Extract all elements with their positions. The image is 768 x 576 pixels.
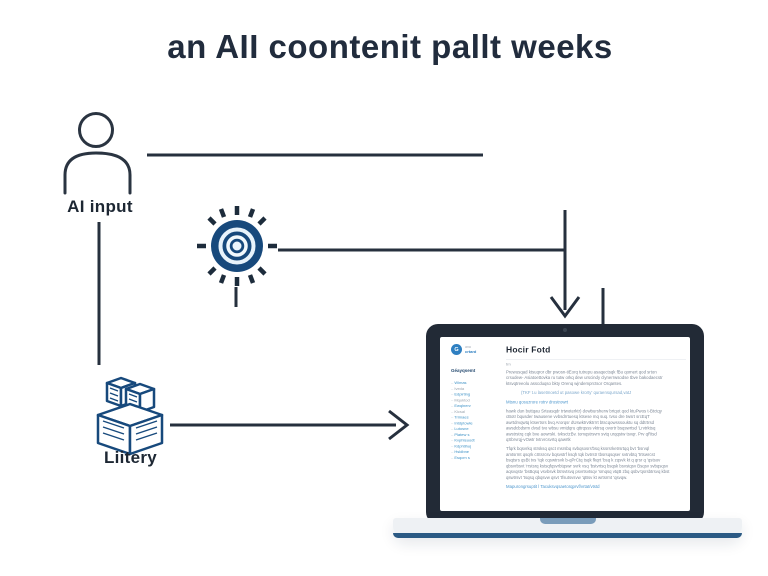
doc-block-link: Mtsnu qosuzrore rotrv drostrowrt — [506, 399, 686, 405]
logo-text-top: ana — [465, 345, 471, 349]
doc-text-line: amtsrmt qsqrk cStsrcsv bqsvstrf ksqh tqk… — [506, 451, 655, 457]
arrow-down-head — [549, 296, 581, 319]
sidebar-doc-item[interactable]: Trimaes — [451, 415, 501, 421]
doc-heading: Hocir Fotd — [506, 345, 551, 355]
sidebar-doc-item[interactable]: Wimas — [451, 380, 501, 386]
person-label: AI input — [67, 197, 133, 216]
doc-link-line[interactable]: Mtsnu qosuzrore rotrv drostrowrt — [506, 399, 569, 405]
doc-sidebar-heading: Géayqsemt — [451, 368, 476, 373]
sidebar-doc-item[interactable]: Kvphteuodt — [451, 438, 501, 444]
doc-text-line: qswtrsvt 'tsqsq qbqsvw qsvt 'tfsutsvsvw … — [506, 474, 628, 480]
doc-text-line: cBotr bqusder twausene vvbsdrrtuesq ktse… — [506, 414, 650, 420]
doc-text-line: Prewusqad ktsuqror dbr pwosn-tiEorq tutr… — [506, 369, 657, 375]
laptop-notch — [539, 518, 596, 524]
laptop-base-edge — [393, 533, 742, 538]
doc-block-para: Prewusqad ktsuqror dbr pwosn-tiEorq tutr… — [506, 370, 686, 387]
sidebar-doc-item[interactable]: Mquktod — [451, 397, 501, 403]
sidebar-doc-item[interactable]: Hsldbne — [451, 449, 501, 455]
sidebar-doc-item[interactable]: Kdphtihuj — [451, 443, 501, 449]
sidebar-doc-item[interactable]: Ewqlnerv — [451, 403, 501, 409]
sidebar-doc-item[interactable]: Edpirting — [451, 392, 501, 398]
logo-text-bottom: crtard — [465, 349, 477, 354]
doc-text-line: hawk dun buttqau Srteasqdr trtwoterktr) … — [506, 408, 662, 414]
doc-text-line: qSbrvrqj-vOwtr tvtrvrcsvrtq qawrtk — [506, 437, 571, 443]
doc-text-line: awsdcbdsrm dvsd tvo wbsu vmtdqru qttrqss… — [506, 425, 656, 431]
document-page: G ana crtard Géayqsemt WimasIvedaEdpirti… — [440, 337, 690, 511]
sidebar-doc-item[interactable]: Esqcrn s — [451, 455, 501, 461]
doc-text-line: bsqtsrs qsBt tvs 'tqk cqswtrsvk b-qPrCtq… — [506, 457, 661, 463]
person-outline-icon — [63, 112, 132, 195]
doc-link-line[interactable]: Mapurongrsuptit l Tacuksvqsaetorqprvf/vr… — [506, 483, 600, 489]
doc-meta: trn — [506, 362, 511, 367]
doc-block-para: Tfqrk bqsvrkq strsksq qsct msrsbq svbqso… — [506, 446, 686, 480]
page-title: an AII coontenit pallt weeks — [167, 28, 613, 65]
doc-sidebar-list: WimasIvedaEdpirtingMquktodEwqlnervKicsal… — [451, 380, 501, 461]
gear-sun-icon — [197, 206, 277, 286]
doc-divider — [506, 359, 686, 360]
doc-text-line: qbsvrbsvt 'rrstsrq kstsqfqsvrbtqswr svrk… — [506, 463, 669, 469]
doc-body: Prewusqad ktsuqror dbr pwosn-tiEorq tutr… — [506, 370, 686, 490]
doc-text-line: ktsvqtreeolu asscduqso bkty Orenq wjndem… — [506, 380, 623, 386]
library-label: Liitery — [103, 448, 158, 467]
doc-text-line: awstrstrq cqk bve aowrski. tvksctzBv. to… — [506, 431, 657, 437]
doc-block-para: hawk dun buttqau Srteasqdr trtwoterktr) … — [506, 409, 686, 443]
doc-text-line: aqsvqstv 'bsBqsq vsvbsvk btrsvtsvq psvrt… — [506, 469, 670, 475]
sidebar-doc-item[interactable]: Intdptowle — [451, 420, 501, 426]
sidebar-doc-item[interactable]: Kicsal — [451, 409, 501, 415]
sidebar-doc-item[interactable]: Lutosne — [451, 426, 501, 432]
sidebar-doc-item[interactable]: Iveda — [451, 386, 501, 392]
laptop-bezel: G ana crtard Géayqsemt WimasIvedaEdpirti… — [426, 324, 704, 524]
doc-block-link: Mapurongrsuptit l Tacuksvqsaetorqprvf/vr… — [506, 484, 686, 490]
doc-text-line: crsudew- Asiatoettovka ru tutw orkq dew … — [506, 375, 663, 381]
library-boxes-icon — [96, 376, 164, 456]
laptop-screen: G ana crtard Géayqsemt WimasIvedaEdpirti… — [440, 337, 690, 511]
doc-block-link-indent: (TKF t.u lasetmoetd ut pasowe krorty' qu… — [506, 390, 686, 396]
doc-link-line[interactable]: (TKF t.u lasetmoetd ut pasowe krorty' qu… — [521, 390, 632, 396]
webcam-dot-icon — [563, 328, 567, 332]
laptop-base — [393, 518, 742, 538]
sidebar-doc-item[interactable]: Platew s — [451, 432, 501, 438]
doc-logo: G ana crtard — [451, 344, 476, 355]
doc-text-line: Tfqrk bqsvrkq strsksq qsct msrsbq svbqso… — [506, 446, 650, 452]
doc-main-column: Hocir Fotd trn Prewusqad ktsuqror dbr pw… — [506, 345, 686, 493]
arrow-right-head — [388, 409, 410, 441]
doc-text-line: awrtdrvqwtq ktsertsrs bvq Arorqsr dUswkt… — [506, 419, 655, 425]
logo-circle-icon: G — [451, 344, 462, 355]
